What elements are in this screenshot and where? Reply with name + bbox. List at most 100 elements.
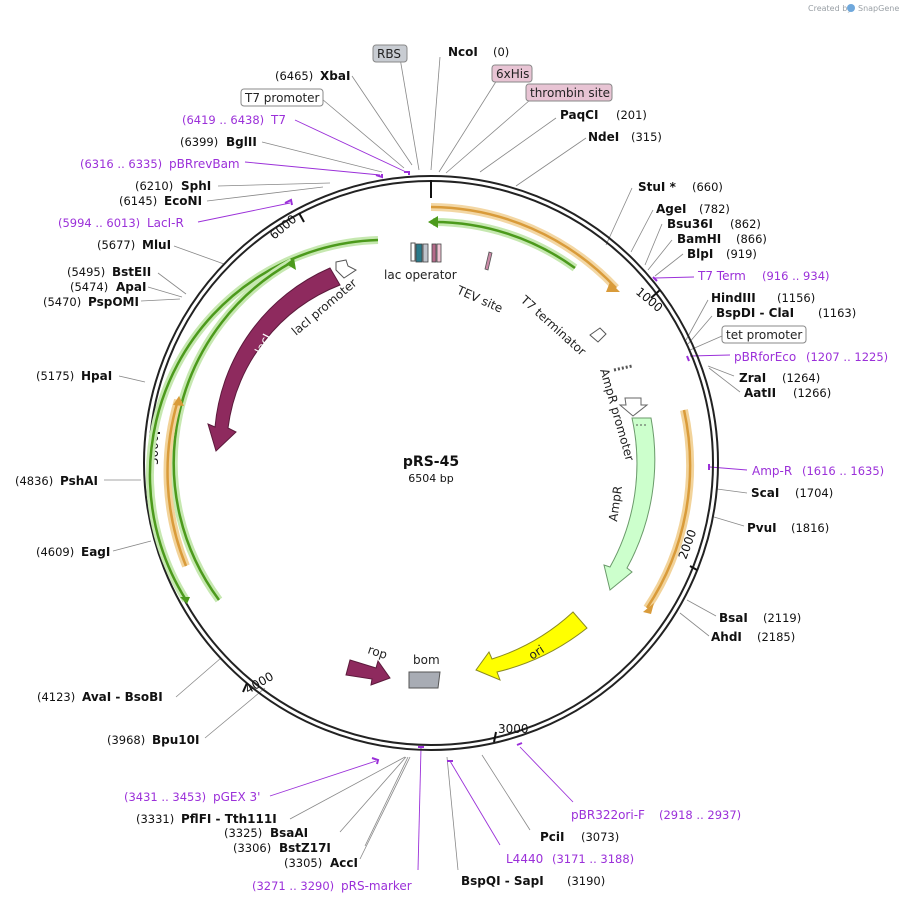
laci-promoter-arrow <box>335 259 357 279</box>
enzyme-pos: (6465) <box>275 69 313 83</box>
enzyme-xbai[interactable]: (6465) XbaI <box>275 69 350 83</box>
enzyme-aatii[interactable]: AatII(1266) <box>744 386 831 400</box>
enzyme-pvui[interactable]: PvuI(1816) <box>747 521 829 535</box>
enzyme-zrai[interactable]: ZraI(1264) <box>739 371 820 385</box>
t7-promoter-label-box <box>240 88 324 107</box>
primer-marks <box>284 171 710 765</box>
enzyme-pflfi-tth111i[interactable]: (3331)PflFI - Tth111I <box>136 812 277 826</box>
leader-bstz17i <box>364 756 409 847</box>
enzyme-name: ScaI <box>751 486 779 500</box>
enzyme-bpu10i[interactable]: (3968)Bpu10I <box>107 733 199 747</box>
boxed-6xhis[interactable]: 6xHis <box>491 64 533 83</box>
leader-agei <box>630 209 654 253</box>
leader-bglii <box>261 141 383 173</box>
primer-pbrforeco[interactable]: pBRforEco(1207 .. 1225) <box>734 350 888 364</box>
primer-pgex3[interactable]: (3431 .. 3453)pGEX 3' <box>124 790 260 804</box>
feature-bom[interactable]: bom <box>408 653 441 689</box>
primer-pbrrevbam[interactable]: (6316 .. 6335)pBRrevBam <box>80 157 240 171</box>
enzyme-pos: (5474) <box>70 280 108 294</box>
primer-prs-marker[interactable]: (3271 .. 3290)pRS-marker <box>252 879 412 893</box>
enzyme-bspqi-sapi[interactable]: BspQI - SapI (3190) <box>461 874 605 888</box>
enzyme-bsteii[interactable]: (5495)BstEII <box>67 265 151 279</box>
enzyme-name: AvaI - BsoBI <box>82 690 163 704</box>
tick-3000: 3000 <box>498 722 529 736</box>
his-tag-box <box>431 243 437 263</box>
enzyme-pos: (3306) <box>233 841 271 855</box>
enzyme-name: PaqCI <box>560 108 598 122</box>
enzyme-bsu36i[interactable]: Bsu36I(862) <box>667 217 761 231</box>
enzyme-name: MluI <box>142 238 171 252</box>
enzyme-name: BspQI - SapI <box>461 874 544 888</box>
leader-eagi <box>112 540 152 552</box>
enzyme-hindiii[interactable]: HindIII(1156) <box>711 291 815 305</box>
enzyme-name: StuI * <box>638 180 677 194</box>
enzyme-apai[interactable]: (5474)ApaI <box>70 280 146 294</box>
enzyme-eagi[interactable]: (4609)EagI <box>36 545 110 559</box>
feature-ori[interactable]: ori <box>475 611 588 681</box>
enzyme-bstz17i[interactable]: (3306)BstZ17I <box>233 841 331 855</box>
boxed-t7-promoter[interactable]: T7 promoter <box>240 88 324 107</box>
enzyme-bamhi[interactable]: BamHI(866) <box>677 232 767 246</box>
enzyme-ahdi[interactable]: AhdI(2185) <box>711 630 795 644</box>
enzyme-pspomi[interactable]: (5470)PspOMI <box>43 295 139 309</box>
primer-range: (2918 .. 2937) <box>659 808 741 822</box>
enzyme-name: XbaI <box>320 69 350 83</box>
boxed-rbs[interactable]: RBS <box>372 44 408 63</box>
t7-promoter-box <box>415 243 423 263</box>
enzyme-ncoi[interactable]: NcoI(0) <box>448 45 509 59</box>
thrombin-label-box <box>525 83 613 102</box>
feature-ampr[interactable]: AmpR <box>603 417 656 591</box>
t7-terminator-mark <box>589 327 607 343</box>
enzyme-avai-bsobi[interactable]: (4123)AvaI - BsoBI <box>37 690 163 704</box>
enzyme-blpi[interactable]: BlpI(919) <box>687 247 757 261</box>
feature-lac-operator[interactable]: lac operator <box>384 242 457 282</box>
enzyme-name: AhdI <box>711 630 742 644</box>
enzyme-pshai[interactable]: (4836)PshAI <box>15 474 98 488</box>
tick-1000-mark <box>650 289 661 299</box>
boxed-tet-promoter[interactable]: tet promoter <box>721 325 807 344</box>
enzyme-bspdi-clai[interactable]: BspDI - ClaI(1163) <box>716 306 856 320</box>
enzyme-hpai[interactable]: (5175)HpaI <box>36 369 112 383</box>
enzyme-agei[interactable]: AgeI(782) <box>656 202 730 216</box>
enzyme-acci[interactable]: (3305)AccI <box>284 856 358 870</box>
enzyme-ndei[interactable]: NdeI(315) <box>588 130 662 144</box>
tick-6000-mark <box>298 212 305 223</box>
primer-l4440[interactable]: L4440(3171 .. 3188) <box>506 852 634 866</box>
primer-leader-l4440 <box>449 760 501 846</box>
primer-labels: T7 Term(916 .. 934) pBRforEco(1207 .. 12… <box>58 113 888 893</box>
feature-rop[interactable]: rop <box>345 643 391 686</box>
rop-site-hatch <box>613 364 633 372</box>
enzyme-scai[interactable]: ScaI(1704) <box>751 486 833 500</box>
leader-ndei <box>515 137 587 187</box>
enzyme-bsaai[interactable]: (3325)BsaAI <box>224 826 308 840</box>
enzyme-bsai[interactable]: BsaI(2119) <box>719 611 801 625</box>
enzyme-pos: (3190) <box>567 874 605 888</box>
boxed-thrombin[interactable]: thrombin site <box>525 83 613 102</box>
enzyme-sphi[interactable]: (6210)SphI <box>135 179 211 193</box>
primer-pbr322ori-f[interactable]: pBR322ori-F(2918 .. 2937) <box>571 808 741 822</box>
enzyme-mlui[interactable]: (5677)MluI <box>97 238 171 252</box>
snapgene-logo-icon <box>847 4 855 12</box>
enzyme-bglii[interactable]: (6399)BglII <box>180 135 257 149</box>
leader-hpai <box>118 375 146 383</box>
primer-laci-r[interactable]: (5994 .. 6013)LacI-R <box>58 216 184 230</box>
orf-top-arrow <box>606 282 620 292</box>
enzyme-stui[interactable]: StuI *(660) <box>638 180 723 194</box>
leader-stui <box>605 187 633 246</box>
primer-mark-pgex3 <box>371 757 380 765</box>
enzyme-pcii[interactable]: PciI(3073) <box>540 830 619 844</box>
primer-t7-term[interactable]: T7 Term(916 .. 934) <box>697 269 830 283</box>
tev-site-label: TEV site <box>454 283 505 316</box>
leader-bamhi <box>647 239 673 271</box>
orf-left-arrow <box>173 396 184 406</box>
plasmid-name: pRS-45 <box>403 454 459 470</box>
enzyme-econi[interactable]: (6145)EcoNI <box>119 194 202 208</box>
snapgene-credit[interactable]: Created by SnapGene <box>808 4 899 13</box>
enzyme-name: HindIII <box>711 291 756 305</box>
leader-sphi <box>217 182 331 187</box>
enzyme-name: BspDI - ClaI <box>716 306 794 320</box>
primer-t7[interactable]: (6419 .. 6438)T7 <box>182 113 286 127</box>
enzyme-pos: (2119) <box>763 611 801 625</box>
primer-amp-r[interactable]: Amp-R(1616 .. 1635) <box>752 464 884 478</box>
enzyme-paqci[interactable]: PaqCI(201) <box>560 108 647 122</box>
